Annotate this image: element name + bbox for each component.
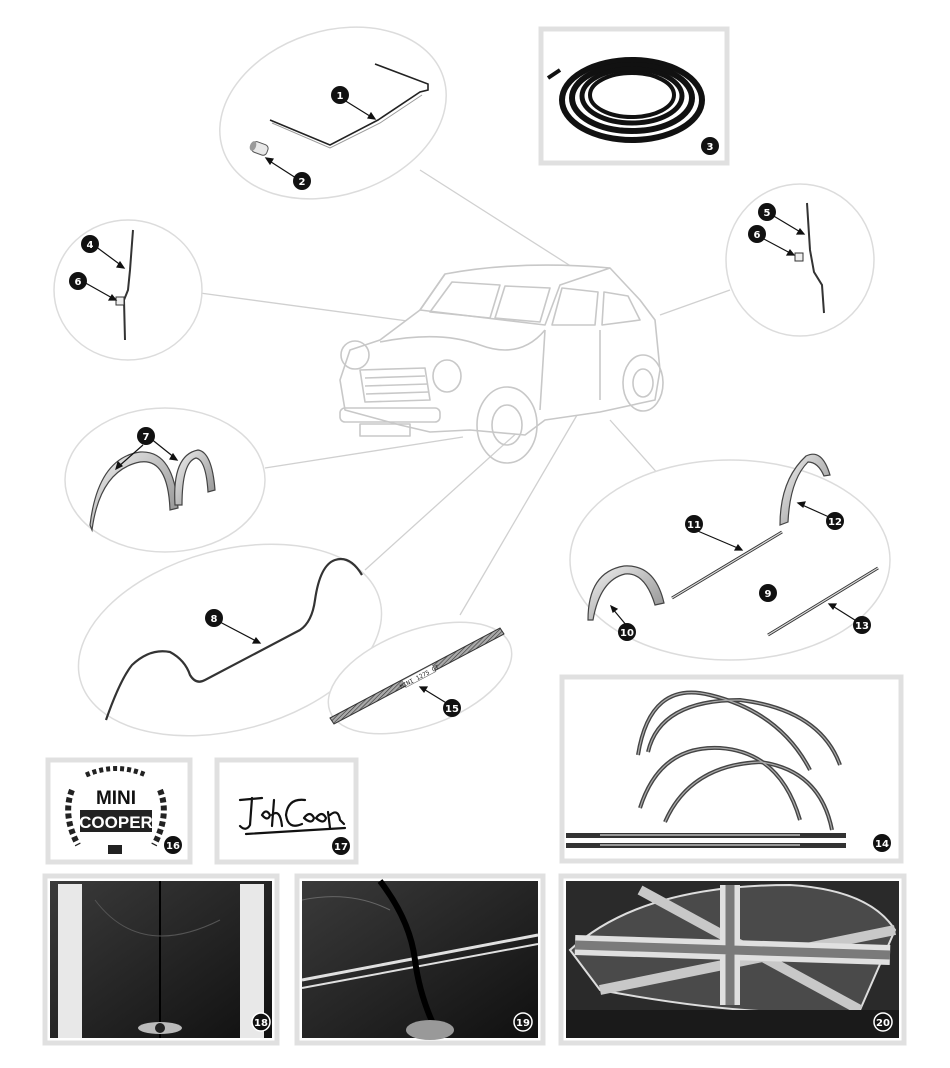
svg-text:8: 8 [211,614,218,625]
arch-and-sill-kit-group [569,453,891,661]
wheel-arch-front-group [64,407,266,553]
callout-13: 13 [853,616,871,634]
svg-text:11: 11 [687,520,701,531]
callout-3: 3 [701,137,719,155]
svg-text:12: 12 [828,517,842,528]
svg-text:1: 1 [337,91,344,102]
callout-arrows [81,99,859,705]
callout-17: 17 [332,837,350,855]
roof-trim-group [219,26,447,200]
svg-text:6: 6 [754,230,761,241]
callout-6b: 6 [748,225,766,243]
callout-16: 16 [164,836,182,854]
side-stripe-photo [294,873,546,1046]
sill-trim-strip [104,557,363,721]
callout-11: 11 [685,515,703,533]
bonnet-stripe-photo [42,873,280,1046]
union-jack-roof-photo [558,873,907,1046]
callout-10: 10 [618,623,636,641]
svg-text:3: 3 [707,142,714,153]
svg-text:18: 18 [254,1018,268,1029]
wheel-arch-right [174,449,216,506]
callout-20: 20 [873,1012,893,1032]
a-pillar-trim-left-group [53,219,203,361]
sill-trim-group [77,543,383,737]
mini-car-illustration [339,264,664,464]
svg-text:2: 2 [299,177,306,188]
callout-8: 8 [205,609,223,627]
trim-roll-coil [546,57,705,143]
arch-10 [587,565,665,621]
john-cooper-signature [238,796,347,836]
callout-15: 15 [443,699,461,717]
svg-text:17: 17 [334,842,348,853]
callout-6a: 6 [69,272,87,290]
arch-trim-set-panel [559,674,904,864]
svg-text:15: 15 [445,704,459,715]
callout-4: 4 [81,235,99,253]
svg-text:14: 14 [875,839,889,850]
gutter-trim-part [269,63,429,146]
clip-right [794,252,804,262]
svg-text:5: 5 [764,208,771,219]
svg-text:16: 16 [166,841,180,852]
svg-text:19: 19 [516,1018,530,1029]
callout-9: 9 [759,584,777,602]
wheel-arch-left [89,451,179,533]
arch-12 [779,453,831,526]
callout-5: 5 [758,203,776,221]
callout-2: 2 [293,172,311,190]
svg-text:20: 20 [876,1018,890,1029]
logo-word-cooper: COOPER [79,813,153,832]
svg-text:10: 10 [620,628,634,639]
svg-text:6: 6 [75,277,82,288]
callout-1: 1 [331,86,349,104]
sill-plate-group [327,621,513,735]
end-cap-part [249,141,269,156]
svg-text:13: 13 [855,621,869,632]
callout-12: 12 [826,512,844,530]
callout-14: 14 [873,834,891,852]
logo-word-mini: MINI [96,788,136,809]
trim-roll-panel [538,26,730,166]
callout-19: 19 [513,1012,533,1032]
a-pillar-strip-left [122,229,134,341]
callout-badges: 1 2 3 4 5 6 6 7 8 9 10 11 12 13 14 15 16… [69,86,893,1032]
svg-text:9: 9 [765,589,772,600]
laurel-wreath-logo: MINI COOPER [65,766,167,854]
callout-18: 18 [251,1012,271,1032]
clip-left [115,296,125,306]
callout-7: 7 [137,427,155,445]
svg-text:4: 4 [87,240,94,251]
a-pillar-trim-right-group [725,183,875,337]
svg-text:7: 7 [143,432,150,443]
leader-lines [199,169,731,616]
a-pillar-strip-right [806,202,825,314]
